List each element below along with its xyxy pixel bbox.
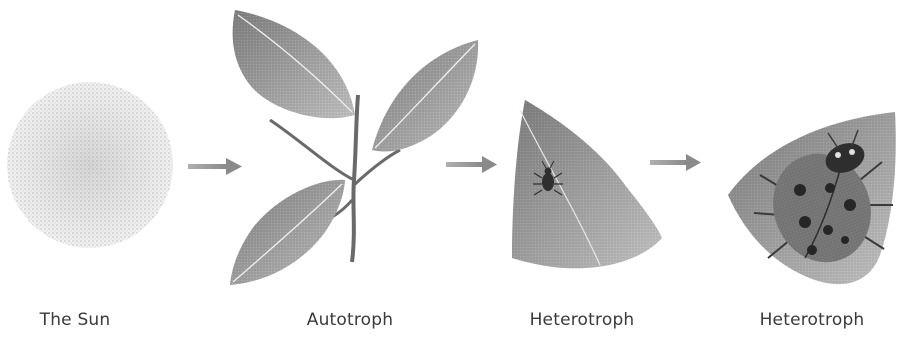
stage-label-heterotroph-2: Heterotroph [760, 310, 865, 330]
leaves-icon [230, 10, 478, 285]
stage-label-autotroph: Autotroph [307, 310, 394, 330]
flow-arrow-1 [188, 158, 242, 175]
stage-label-heterotroph-1: Heterotroph [530, 310, 635, 330]
sun-icon [7, 82, 173, 248]
stage-label-sun: The Sun [40, 310, 111, 330]
flow-arrow-3 [650, 154, 701, 171]
aphid-on-leaf-icon [512, 100, 662, 268]
ladybug-on-leaf-icon [728, 112, 896, 284]
flow-arrow-2 [446, 156, 497, 173]
